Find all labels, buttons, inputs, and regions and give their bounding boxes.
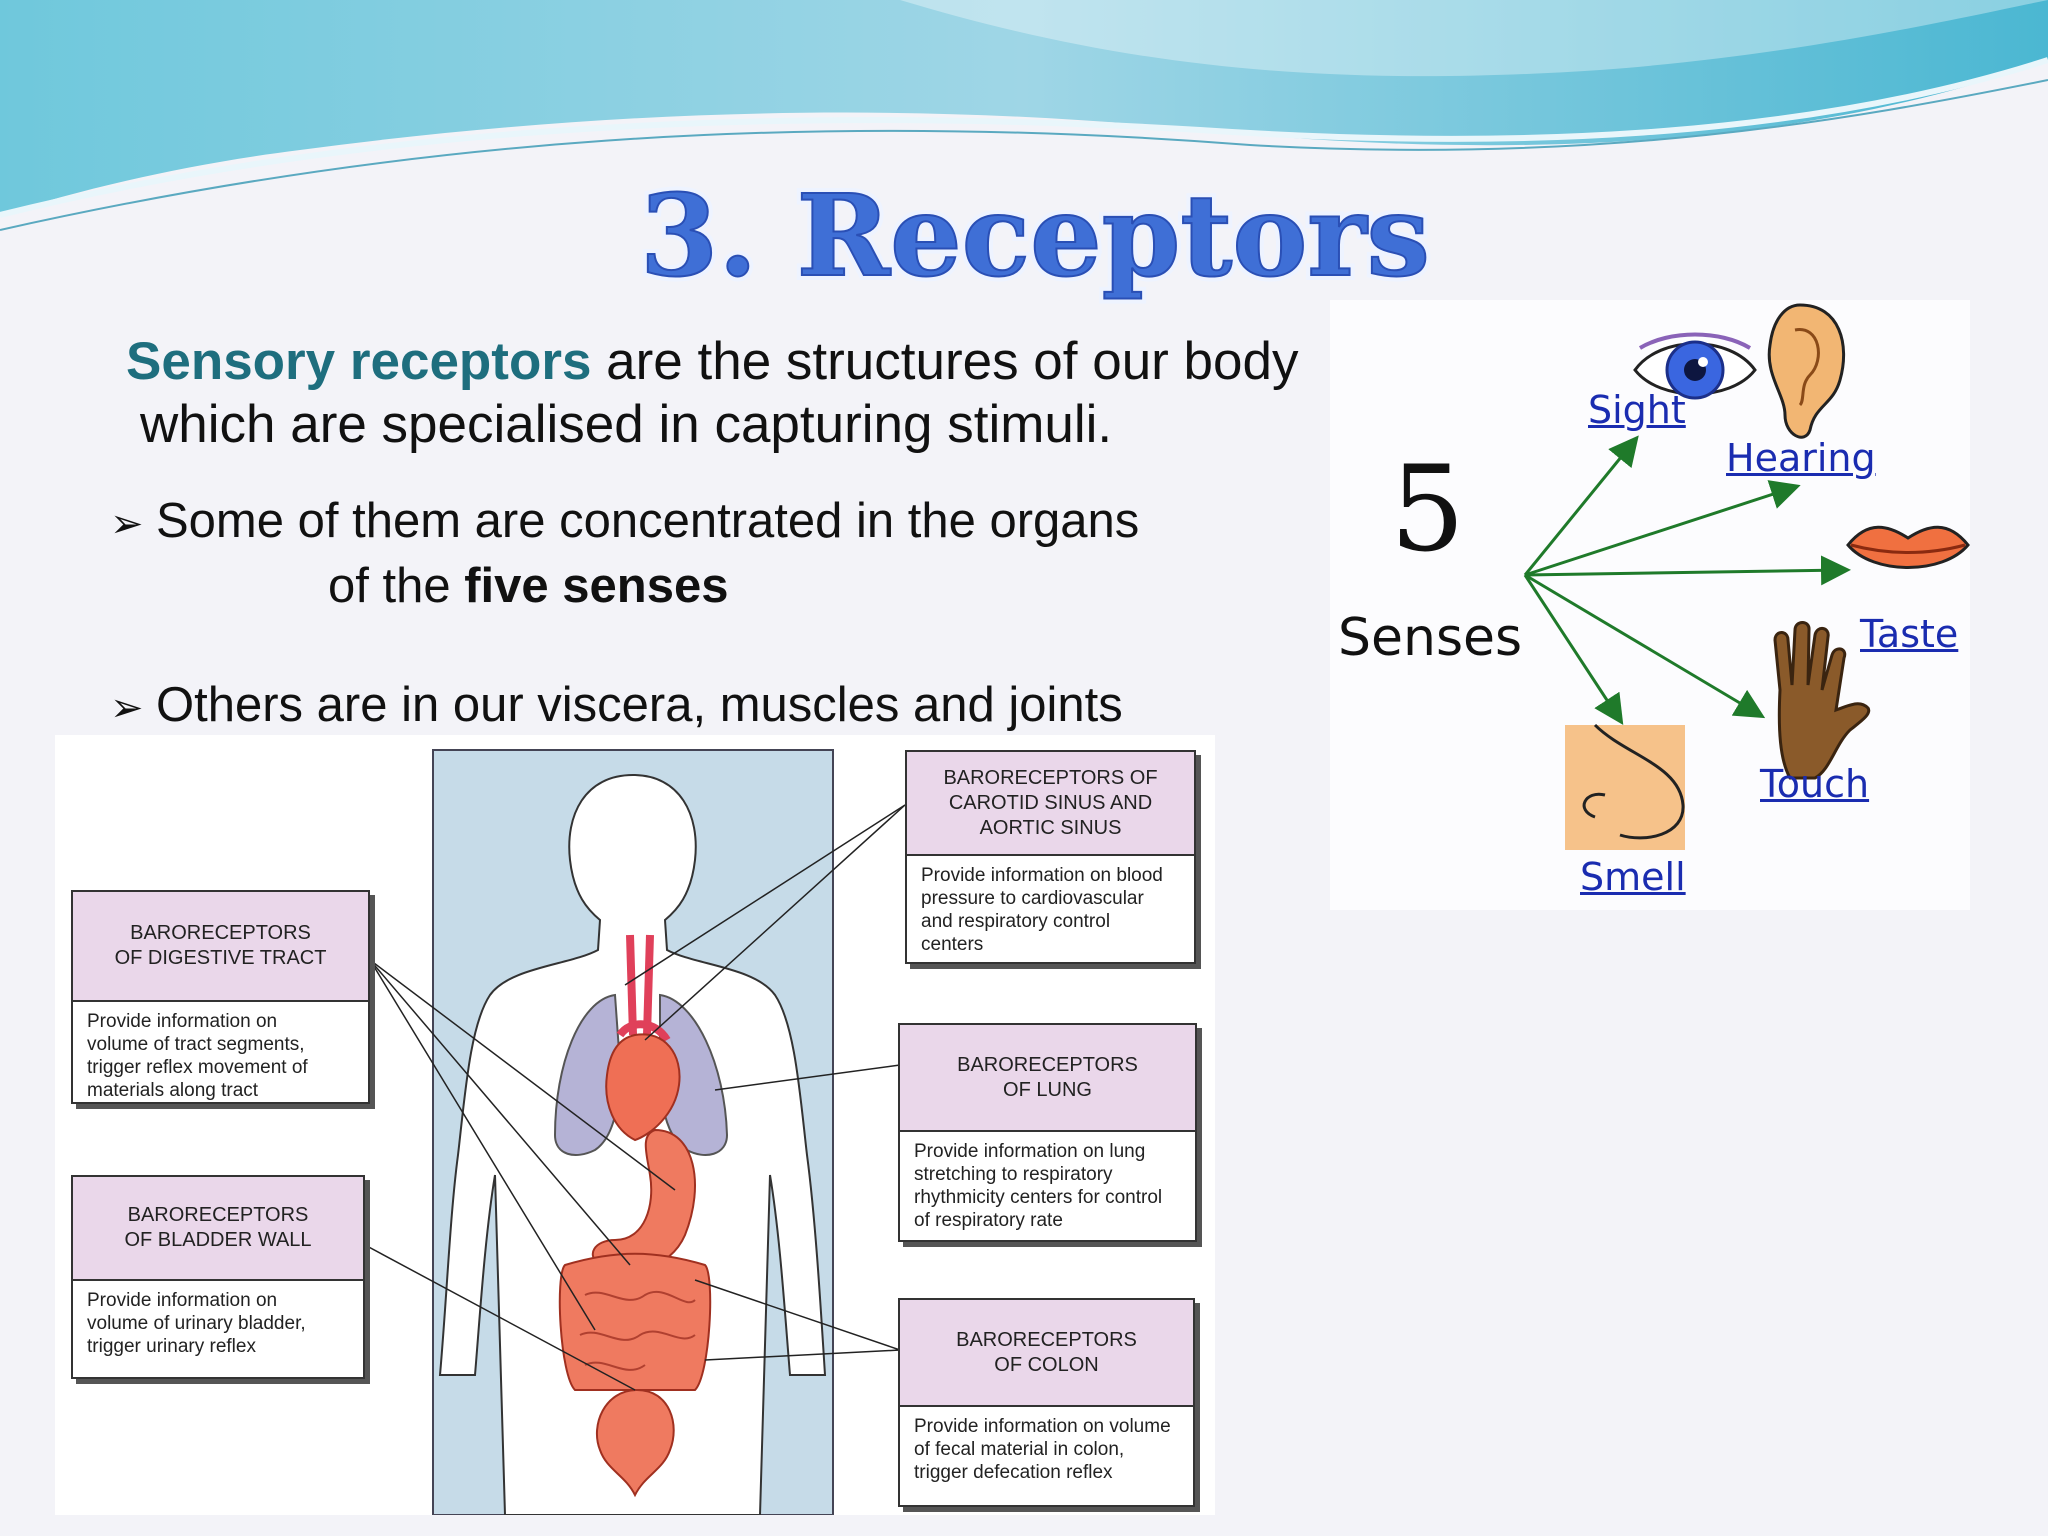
box-digestive-tract-head: BARORECEPTORS OF DIGESTIVE TRACT xyxy=(73,892,368,1002)
bullet-1-bold: five senses xyxy=(464,559,729,613)
slide-title-outline: 3. Receptors xyxy=(640,171,1430,302)
box-carotid-sinus-body: Provide information on blood pressure to… xyxy=(921,865,1163,955)
lips-icon xyxy=(1846,525,1970,569)
intro-line-2: which are specialised in capturing stimu… xyxy=(140,395,1113,454)
sense-label-hearing: Hearing xyxy=(1726,436,1876,480)
box-lung-body: Provide information on lung stretching t… xyxy=(914,1141,1163,1231)
box-digestive-tract: BARORECEPTORS OF DIGESTIVE TRACT Provide… xyxy=(71,890,370,1104)
sense-label-sight: Sight xyxy=(1588,388,1686,432)
box-lung-head: BARORECEPTORS OF LUNG xyxy=(900,1025,1195,1132)
carotid-arteries-icon xyxy=(616,934,671,1043)
human-silhouette xyxy=(438,773,827,1515)
senses-word: Senses xyxy=(1338,608,1523,668)
intro-line-1: Sensory receptors are the structures of … xyxy=(126,330,1346,393)
eye-icon xyxy=(1633,332,1757,400)
bullet-five-senses: ➢ Some of them are concentrated in the or… xyxy=(110,490,1310,617)
box-bladder-wall-body: Provide information on volume of urinary… xyxy=(87,1290,306,1357)
slide-title-text: 3. Receptors xyxy=(640,171,1430,302)
bullet-arrow-icon: ➢ xyxy=(110,502,144,546)
box-colon-body: Provide information on volume of fecal m… xyxy=(914,1416,1171,1483)
sense-arrows xyxy=(1523,435,1851,726)
header-wave xyxy=(0,0,2048,231)
bullet-arrow-icon: ➢ xyxy=(110,686,144,730)
nose-icon xyxy=(1565,723,1685,850)
lungs-icon xyxy=(553,993,729,1156)
intro-highlight: Sensory receptors xyxy=(126,332,592,391)
box-bladder-wall-head: BARORECEPTORS OF BLADDER WALL xyxy=(73,1177,363,1281)
bullet-1-line-2-pre: of the xyxy=(328,559,465,613)
intestines-icon xyxy=(558,1252,712,1391)
box-bladder-wall: BARORECEPTORS OF BLADDER WALL Provide in… xyxy=(71,1175,365,1379)
five-senses-diagram: 5 Senses Sight Hearing Taste Touch Smell xyxy=(1330,300,1970,910)
sense-label-smell: Smell xyxy=(1580,855,1686,899)
hand-icon xyxy=(1773,621,1871,780)
bullet-viscera: ➢ Others are in our viscera, muscles and … xyxy=(110,674,1310,739)
bladder-icon xyxy=(595,1388,675,1498)
box-colon: BARORECEPTORS OF COLON Provide informati… xyxy=(898,1298,1195,1507)
box-lung: BARORECEPTORS OF LUNG Provide informatio… xyxy=(898,1023,1197,1242)
bullet-2-text: Others are in our viscera, muscles and j… xyxy=(156,678,1123,732)
box-carotid-sinus: BARORECEPTORS OF CAROTID SINUS AND AORTI… xyxy=(905,750,1196,964)
slide-title: 3. Receptors 3. Receptors xyxy=(640,170,1435,307)
sense-label-touch: Touch xyxy=(1760,762,1870,806)
senses-number: 5 xyxy=(1390,440,1466,578)
box-digestive-tract-body: Provide information on volume of tract s… xyxy=(87,1011,308,1101)
sense-label-taste: Taste xyxy=(1860,612,1959,656)
heart-icon xyxy=(605,1033,681,1142)
bullet-1-line-1: Some of them are concentrated in the org… xyxy=(156,494,1140,548)
baroreceptor-diagram: BARORECEPTORS OF DIGESTIVE TRACT Provide… xyxy=(55,735,1215,1515)
box-colon-head: BARORECEPTORS OF COLON xyxy=(900,1300,1193,1407)
intro-line-1-rest: are the structures of our body xyxy=(591,332,1299,391)
box-carotid-sinus-head: BARORECEPTORS OF CAROTID SINUS AND AORTI… xyxy=(907,752,1194,856)
intro-paragraph: Sensory receptors are the structures of … xyxy=(126,330,1346,456)
leader-lines xyxy=(364,804,906,1391)
ear-icon xyxy=(1767,303,1846,439)
